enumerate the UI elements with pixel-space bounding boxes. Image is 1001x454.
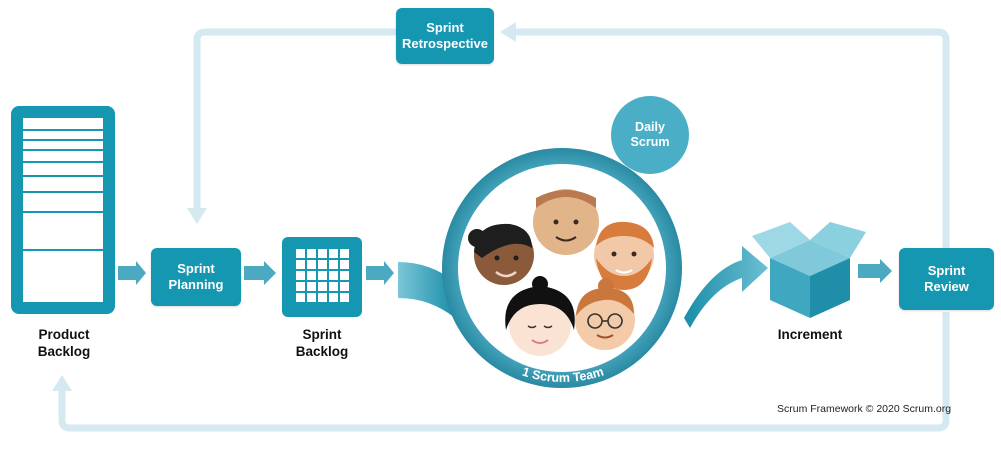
copyright-credit: Scrum Framework © 2020 Scrum.org: [777, 403, 952, 415]
flow-swoosh-out-of-team: [684, 246, 768, 328]
flow-arrow-increment-to-review: [858, 259, 892, 283]
daily-scrum-node[interactable]: Daily Scrum: [611, 96, 689, 174]
daily-scrum-label: Daily Scrum: [630, 120, 670, 149]
sprint-retrospective-label: Sprint Retrospective: [402, 20, 488, 51]
flow-arrow-backlog-to-planning: [118, 261, 146, 285]
flow-swoosh-into-team: [398, 262, 455, 318]
increment-label: Increment: [777, 327, 843, 342]
flow-arrow-sprint-backlog-to-team: [366, 261, 394, 285]
sprint-planning-node[interactable]: Sprint Planning: [151, 248, 241, 306]
team-faces-icon: [468, 189, 654, 356]
sprint-planning-label: Sprint Planning: [168, 261, 224, 292]
increment-box-icon: [752, 222, 866, 318]
backlog-return-loop: [52, 312, 950, 432]
product-backlog-label: Product Backlog: [37, 327, 91, 359]
sprint-review-node[interactable]: Sprint Review: [899, 248, 994, 310]
product-backlog-icon: [11, 106, 115, 314]
sprint-backlog-grid-icon: [282, 237, 362, 317]
scrum-team-label: 1 Scrum Team: [521, 365, 606, 386]
retrospective-loop: [187, 22, 950, 248]
sprint-retrospective-node[interactable]: Sprint Retrospective: [396, 8, 494, 64]
sprint-backlog-label: Sprint Backlog: [295, 327, 349, 359]
flow-arrow-planning-to-sprint-backlog: [244, 261, 276, 285]
sprint-review-label: Sprint Review: [924, 263, 969, 294]
